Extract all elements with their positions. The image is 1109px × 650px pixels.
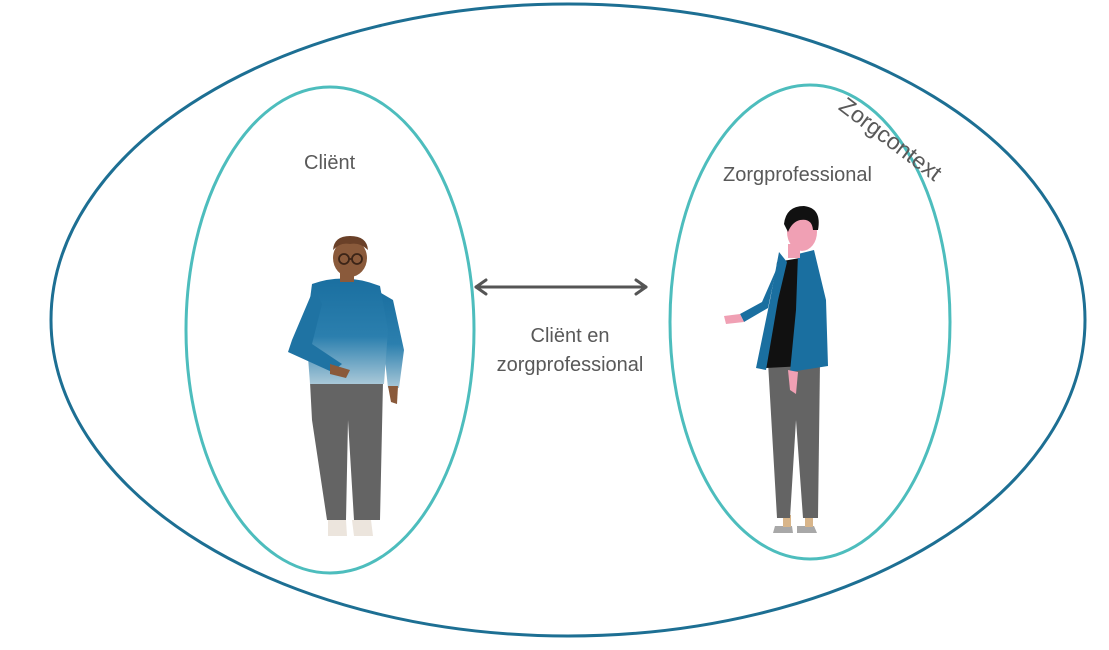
client-label: Cliënt — [304, 152, 356, 174]
relation-label: Cliënt en zorgprofessional — [470, 322, 670, 380]
professional-ellipse — [668, 83, 952, 561]
care-context-ellipse — [49, 2, 1087, 638]
client-ellipse — [184, 85, 476, 575]
relation-label-line1: Cliënt en — [530, 325, 610, 347]
relation-label-line2: zorgprofessional — [496, 354, 644, 376]
relation-arrow — [474, 278, 648, 296]
professional-figure — [724, 206, 828, 533]
client-figure — [288, 236, 404, 536]
professional-label: Zorgprofessional — [723, 164, 872, 186]
